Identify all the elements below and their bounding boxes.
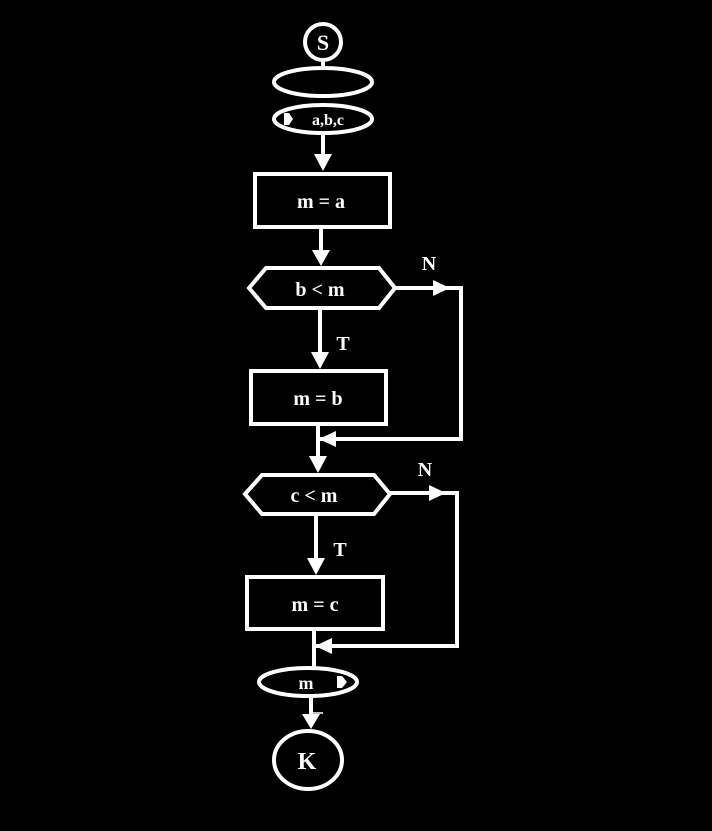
process-m-a: m = a <box>253 172 392 229</box>
process-m-b: m = b <box>249 369 388 426</box>
arrow-down-icon <box>311 352 329 369</box>
input-marker-icon <box>284 113 293 125</box>
no-label: N <box>418 459 433 481</box>
process-label: m = c <box>292 594 339 616</box>
no-branch-line <box>314 491 459 648</box>
end-label: K <box>298 749 317 775</box>
decision-c-lt-m: c < m <box>242 473 393 516</box>
start-node: S <box>303 22 343 62</box>
decision-label: c < m <box>291 485 338 507</box>
input-label: a,b,c <box>312 112 344 129</box>
output-node: m <box>257 666 359 698</box>
no-branch-line <box>318 286 463 441</box>
start-label: S <box>317 30 329 55</box>
process-label: m = a <box>297 191 345 213</box>
process-label: m = b <box>293 388 342 410</box>
output-marker-icon <box>337 676 347 688</box>
input-node: a,b,c <box>272 103 374 135</box>
decision-b-lt-m: b < m <box>246 266 398 310</box>
no-label: N <box>422 253 437 275</box>
arrow-right-icon <box>429 485 446 501</box>
arrow-left-icon <box>315 638 332 654</box>
end-node: K <box>272 729 344 791</box>
decision-label: b < m <box>295 279 345 301</box>
arrow-down-icon <box>312 250 330 266</box>
arrow-down-icon <box>307 558 325 575</box>
yes-label: T <box>333 539 347 561</box>
process-m-c: m = c <box>245 575 385 631</box>
output-label: m <box>299 673 314 693</box>
arrow-right-icon <box>433 280 450 296</box>
empty-ellipse <box>272 66 374 98</box>
arrow-left-icon <box>319 431 336 447</box>
arrow-down-icon <box>302 714 320 729</box>
yes-label: T <box>336 333 350 355</box>
arrow-down-icon <box>314 154 332 171</box>
arrow-down-icon <box>309 456 327 473</box>
